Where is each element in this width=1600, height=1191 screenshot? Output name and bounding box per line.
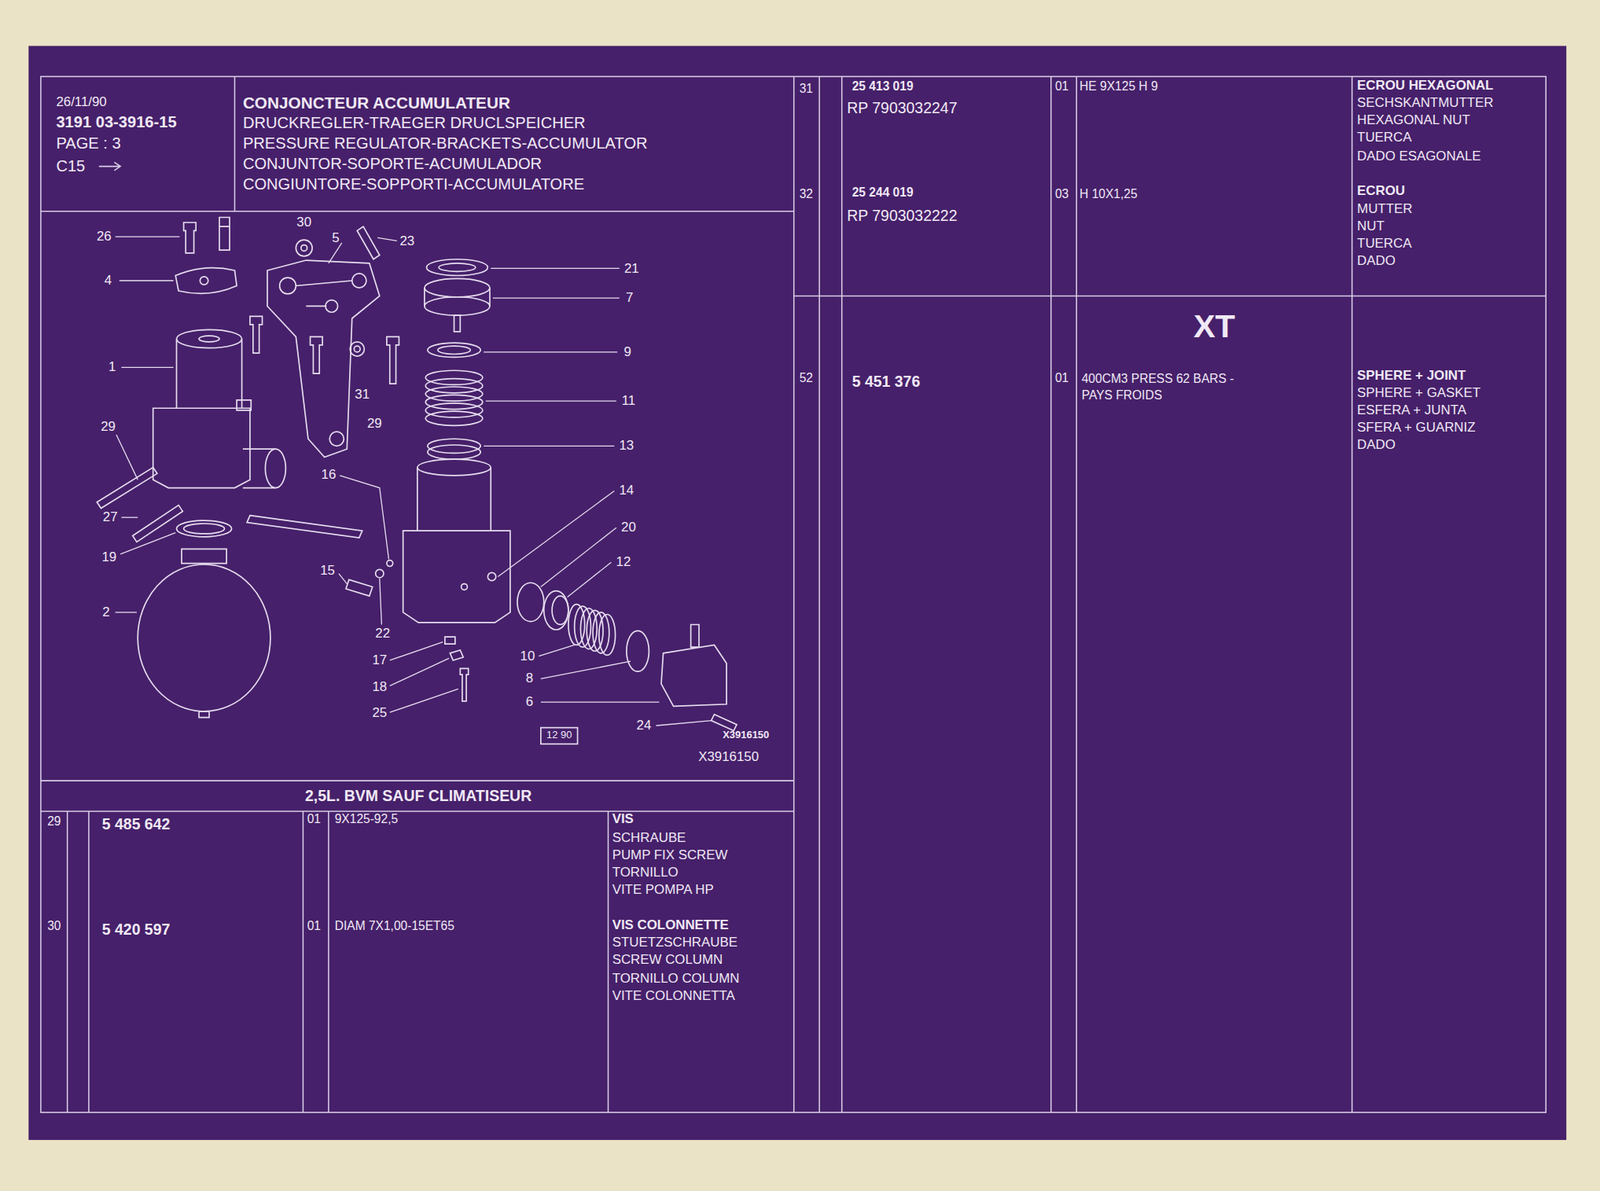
subtitle: DRUCKREGLER-TRAEGER DRUCLSPEICHER <box>242 114 586 133</box>
header-text: C15 <box>55 157 85 176</box>
callout-number: 10 <box>518 648 538 664</box>
description-text: SFERA + GUARNIZ <box>1357 419 1475 435</box>
description-text: VITE COLONNETTA <box>612 988 736 1004</box>
callout-number: 7 <box>624 290 635 306</box>
callout-number: 8 <box>524 670 535 686</box>
callout-number: 27 <box>101 509 120 525</box>
part-number: 5 485 642 <box>102 815 171 833</box>
subtitle: CONGIUNTORE-SOPPORTI-ACCUMULATORE <box>242 175 585 194</box>
callout-number: 12 <box>614 554 633 570</box>
description-text: TORNILLO COLUMN <box>612 971 740 986</box>
row-text: 29 <box>47 814 61 829</box>
part-number: 5 451 376 <box>852 372 921 390</box>
callout-number: 14 <box>617 482 636 498</box>
subtitle: PRESSURE REGULATOR-BRACKETS-ACCUMULATOR <box>242 134 648 153</box>
description-text: TUERCA <box>1357 235 1412 251</box>
row-text: 400CM3 PRESS 62 BARS -PAYS FROIDS <box>1081 371 1256 404</box>
callout-number: 25 <box>370 705 389 721</box>
description-text: VITE POMPA HP <box>612 882 714 898</box>
description-text: DADO <box>1357 437 1396 453</box>
callout-number: 1 <box>106 359 118 375</box>
part-number: RP 7903032222 <box>846 206 957 225</box>
callout-number: 24 <box>635 717 654 733</box>
figure-code: X3916150 <box>722 729 769 742</box>
figure-code: X3916150 <box>698 749 759 765</box>
description-text: ESFERA + JUNTA <box>1357 402 1467 418</box>
description-text: ECROU HEXAGONAL <box>1357 77 1494 93</box>
description-text: PUMP FIX SCREW <box>612 847 729 863</box>
callout-number: 29 <box>365 415 384 431</box>
row-text: 32 <box>799 187 813 202</box>
description-text: SCREW COLUMN <box>612 952 724 968</box>
table-grid <box>40 76 1546 1113</box>
callout-number: 22 <box>373 625 392 641</box>
description-text: ECROU <box>1357 183 1406 199</box>
callout-number: 13 <box>617 437 636 453</box>
callout-number: 6 <box>524 694 535 710</box>
callout-number: 2 <box>100 604 111 620</box>
description-text: DADO <box>1357 253 1396 269</box>
description-text: TORNILLO <box>612 864 679 880</box>
row-text: 9X125-92,5 <box>334 812 398 827</box>
microfiche-panel <box>28 45 1567 1141</box>
row-text: DIAM 7X1,00-15ET65 <box>334 919 455 934</box>
callout-number: 16 <box>320 467 339 482</box>
description-text: MUTTER <box>1357 201 1413 217</box>
exploded-drawing <box>96 217 737 745</box>
callout-number: 17 <box>370 652 389 668</box>
section-heading: XT <box>1193 307 1236 346</box>
description-text: VIS COLONNETTE <box>612 917 729 933</box>
row-text: HE 9X125 H 9 <box>1079 79 1159 94</box>
header-text: 3191 03-3916-15 <box>55 113 177 132</box>
callout-number: 18 <box>370 679 389 695</box>
row-text: 01 <box>1055 79 1069 94</box>
callout-number: 31 <box>353 386 372 402</box>
part-number: RP 7903032247 <box>846 99 957 117</box>
row-text: 31 <box>799 81 813 96</box>
part-number: 25 244 019 <box>852 185 914 200</box>
row-text: 30 <box>47 919 61 934</box>
description-text: VIS <box>612 811 634 827</box>
description-text: STUETZSCHRAUBE <box>612 934 738 950</box>
callout-number: 29 <box>99 419 118 435</box>
callout-number: 26 <box>95 228 114 244</box>
callout-number: 15 <box>318 562 337 578</box>
description-text: DADO ESAGONALE <box>1357 148 1481 164</box>
description-text: SECHSKANTMUTTER <box>1357 95 1494 111</box>
subtitle: CONJUNTOR-SOPORTE-ACUMULADOR <box>242 154 542 173</box>
description-text: TUERCA <box>1357 129 1412 145</box>
part-number: 25 413 019 <box>852 79 914 94</box>
leader-lines <box>115 236 712 726</box>
date-stamp: 12 90 <box>546 729 572 742</box>
callout-number: 11 <box>620 393 638 409</box>
description-text: HEXAGONAL NUT <box>1357 112 1471 128</box>
row-text: 01 <box>307 812 321 827</box>
row-text: 52 <box>799 371 813 386</box>
header-text: 26/11/90 <box>55 94 107 110</box>
part-number: 5 420 597 <box>102 920 171 938</box>
description-text: NUT <box>1357 218 1385 234</box>
description-text: SPHERE + GASKET <box>1357 385 1481 401</box>
row-text: 01 <box>307 919 321 934</box>
callout-number: 30 <box>294 214 313 230</box>
callout-number: 4 <box>102 272 114 288</box>
callout-number: 19 <box>99 549 118 565</box>
description-text: SCHRAUBE <box>612 830 687 846</box>
callout-number: 20 <box>619 519 638 535</box>
row-text: 01 <box>1055 371 1069 386</box>
callout-number: 21 <box>622 261 641 276</box>
callout-number: 9 <box>621 344 633 360</box>
title: CONJONCTEUR ACCUMULATEUR <box>242 93 511 113</box>
header-text: PAGE : 3 <box>55 134 121 153</box>
description-text: SPHERE + JOINT <box>1357 367 1466 383</box>
callout-number: 5 <box>330 230 341 246</box>
row-text: 03 <box>1055 187 1069 202</box>
callout-number: 23 <box>397 233 416 249</box>
section-band: 2,5L. BVM SAUF CLIMATISEUR <box>305 787 532 805</box>
row-text: H 10X1,25 <box>1079 187 1138 202</box>
